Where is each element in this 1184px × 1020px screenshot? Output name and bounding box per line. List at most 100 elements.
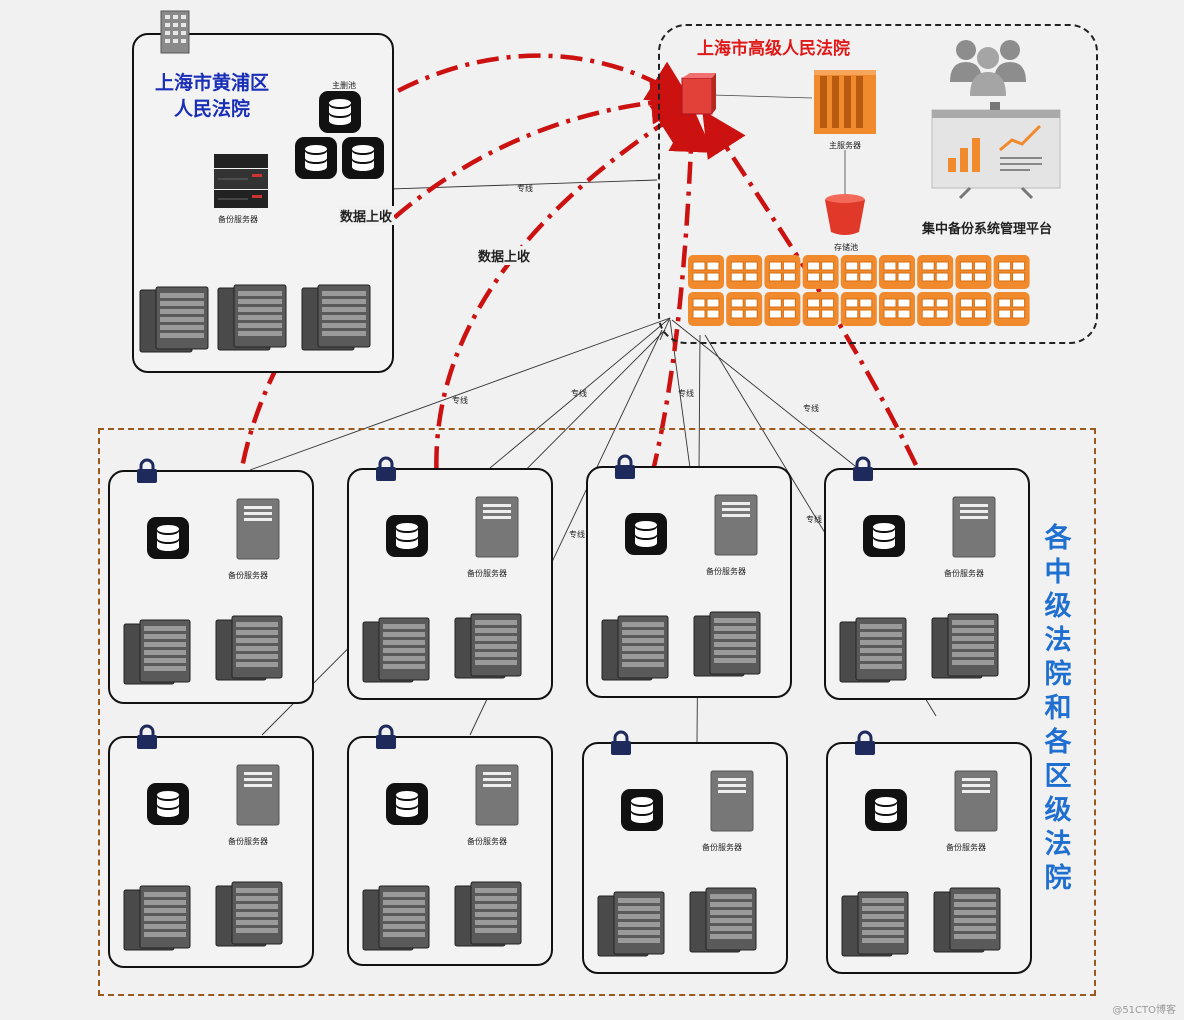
backup-server-label: 备份服务器 xyxy=(228,571,268,580)
server-rack-icon xyxy=(600,614,672,688)
storage-disk-unit xyxy=(879,255,915,289)
building-icon xyxy=(160,10,190,54)
server-rack-icon xyxy=(361,616,433,690)
storage-disk-unit xyxy=(840,292,877,326)
hub-router-icon xyxy=(681,73,716,115)
court-card: 备份服务器 xyxy=(586,454,792,698)
backup-server-label: 备份服务器 xyxy=(467,837,507,846)
server-rack-icon xyxy=(139,286,209,353)
court-card: 备份服务器 xyxy=(347,456,553,700)
storage-disk-unit xyxy=(955,292,992,326)
backup-server-label: 备份服务器 xyxy=(228,837,268,846)
database-icon xyxy=(624,512,668,560)
server-rack-icon xyxy=(840,890,912,964)
backup-server-icon xyxy=(954,770,998,836)
server-rack-icon xyxy=(361,884,433,958)
server-rack-icon xyxy=(596,890,668,964)
server-rack-icon xyxy=(122,618,194,692)
database-icon xyxy=(342,137,384,179)
database-icon xyxy=(385,514,429,562)
courts-group-box xyxy=(98,428,1096,996)
storage-disk-unit xyxy=(802,292,839,326)
storage-appliance-icon xyxy=(214,154,268,208)
court-card: 备份服务器 xyxy=(108,724,314,968)
storage-disk-unit xyxy=(840,255,877,289)
upload-arrow-huangpu xyxy=(360,53,694,114)
data-upload-label: 数据上收 xyxy=(476,246,533,265)
court-card: 备份服务器 xyxy=(826,730,1032,974)
courts-group-label: 各中级法院和各区级法院 xyxy=(1040,522,1076,896)
storage-disk-unit xyxy=(802,255,839,289)
dedicated-line-label: 专线 xyxy=(806,515,822,524)
management-dashboard-icon xyxy=(931,102,1061,200)
main-server-label: 主服务器 xyxy=(829,141,861,150)
dedicated-line xyxy=(671,319,861,471)
huangpu-title-line2: 人民法院 xyxy=(173,98,250,120)
court-card: 备份服务器 xyxy=(108,458,314,704)
upload-arrow-court4 xyxy=(702,109,919,466)
dedicated-line-label: 专线 xyxy=(803,404,819,413)
high-court-box xyxy=(658,24,1098,344)
storage-disk-unit xyxy=(688,255,724,289)
primary-pool-label: 主删池 xyxy=(332,81,356,90)
storage-disk-unit xyxy=(917,292,954,326)
huangpu-backup-server-label: 备份服务器 xyxy=(218,215,258,224)
dedicated-line xyxy=(489,317,671,469)
database-icon xyxy=(620,788,664,836)
storage-pool-label: 存储池 xyxy=(834,243,858,252)
storage-disk-unit xyxy=(764,292,801,326)
storage-disk-unit xyxy=(917,255,954,289)
storage-array xyxy=(688,255,1030,326)
database-icon xyxy=(295,137,337,179)
dedicated-line-label: 专线 xyxy=(569,530,585,539)
lock-icon xyxy=(375,456,397,486)
backup-server-label: 备份服务器 xyxy=(946,843,986,852)
dedicated-line-label: 专线 xyxy=(571,389,587,398)
backup-server-label: 备份服务器 xyxy=(706,567,746,576)
backup-server-icon xyxy=(710,770,754,836)
lock-icon xyxy=(136,458,158,488)
storage-disk-unit xyxy=(993,255,1030,289)
huangpu-title-line1: 上海市黄浦区 xyxy=(154,72,269,94)
database-icon xyxy=(319,91,361,133)
lock-icon xyxy=(614,454,636,484)
backup-server-icon xyxy=(236,764,280,830)
server-rack-icon xyxy=(688,886,760,960)
backup-server-icon xyxy=(236,498,280,564)
backup-server-icon xyxy=(714,494,758,560)
lock-icon xyxy=(610,730,632,760)
storage-disk-unit xyxy=(726,255,763,289)
main-server-icon xyxy=(814,70,876,134)
server-rack-icon xyxy=(838,616,910,690)
storage-disk-unit xyxy=(688,292,724,326)
storage-bucket-icon xyxy=(825,194,865,235)
backup-server-icon xyxy=(475,764,519,830)
high-court-title: 上海市高级人民法院 xyxy=(697,39,850,59)
server-rack-icon xyxy=(930,612,1002,686)
lock-icon xyxy=(854,730,876,760)
database-icon xyxy=(862,514,906,562)
dedicated-line-label: 专线 xyxy=(678,389,694,398)
database-icon xyxy=(864,788,908,836)
server-rack-icon xyxy=(214,614,286,688)
huangpu-court-title: 上海市黄浦区 人民法院 xyxy=(138,70,286,122)
storage-disk-unit xyxy=(993,292,1030,326)
lock-icon xyxy=(375,724,397,754)
server-rack-icon xyxy=(453,612,525,686)
storage-disk-unit xyxy=(955,255,992,289)
lock-icon xyxy=(136,724,158,754)
server-rack-icon xyxy=(301,284,371,351)
backup-server-label: 备份服务器 xyxy=(944,569,984,578)
dedicated-line-label: 专线 xyxy=(517,184,533,193)
court-card: 备份服务器 xyxy=(582,730,788,974)
server-rack-icon xyxy=(453,880,525,954)
storage-disk-unit xyxy=(879,292,915,326)
court-card: 备份服务器 xyxy=(347,724,553,966)
court-card: 备份服务器 xyxy=(824,456,1030,700)
database-icon xyxy=(146,516,190,564)
lock-icon xyxy=(852,456,874,486)
server-rack-icon xyxy=(122,884,194,958)
upload-arrow-court2 xyxy=(434,100,700,511)
storage-disk-unit xyxy=(764,255,801,289)
watermark: @51CTO博客 xyxy=(1112,1005,1176,1016)
